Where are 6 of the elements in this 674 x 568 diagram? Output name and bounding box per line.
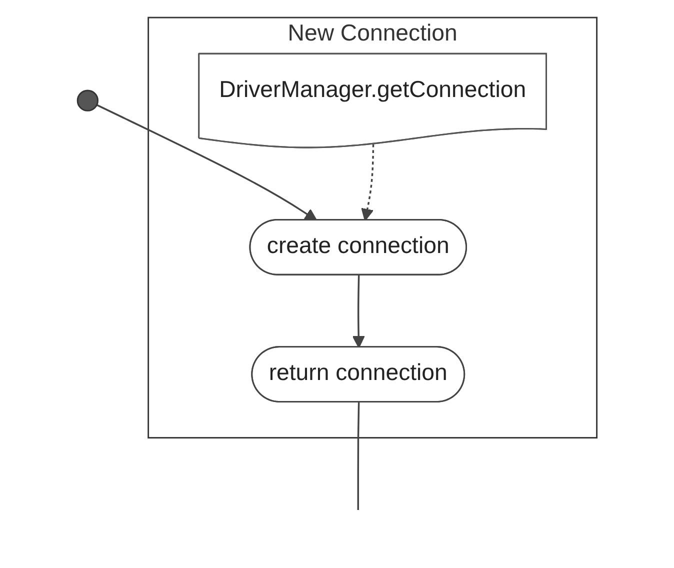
node-circle — [76, 90, 98, 112]
arrow — [352, 275, 365, 348]
connector — [357, 402, 360, 510]
arrow — [96, 104, 318, 222]
arrow — [360, 144, 374, 222]
cluster — [147, 16, 598, 439]
